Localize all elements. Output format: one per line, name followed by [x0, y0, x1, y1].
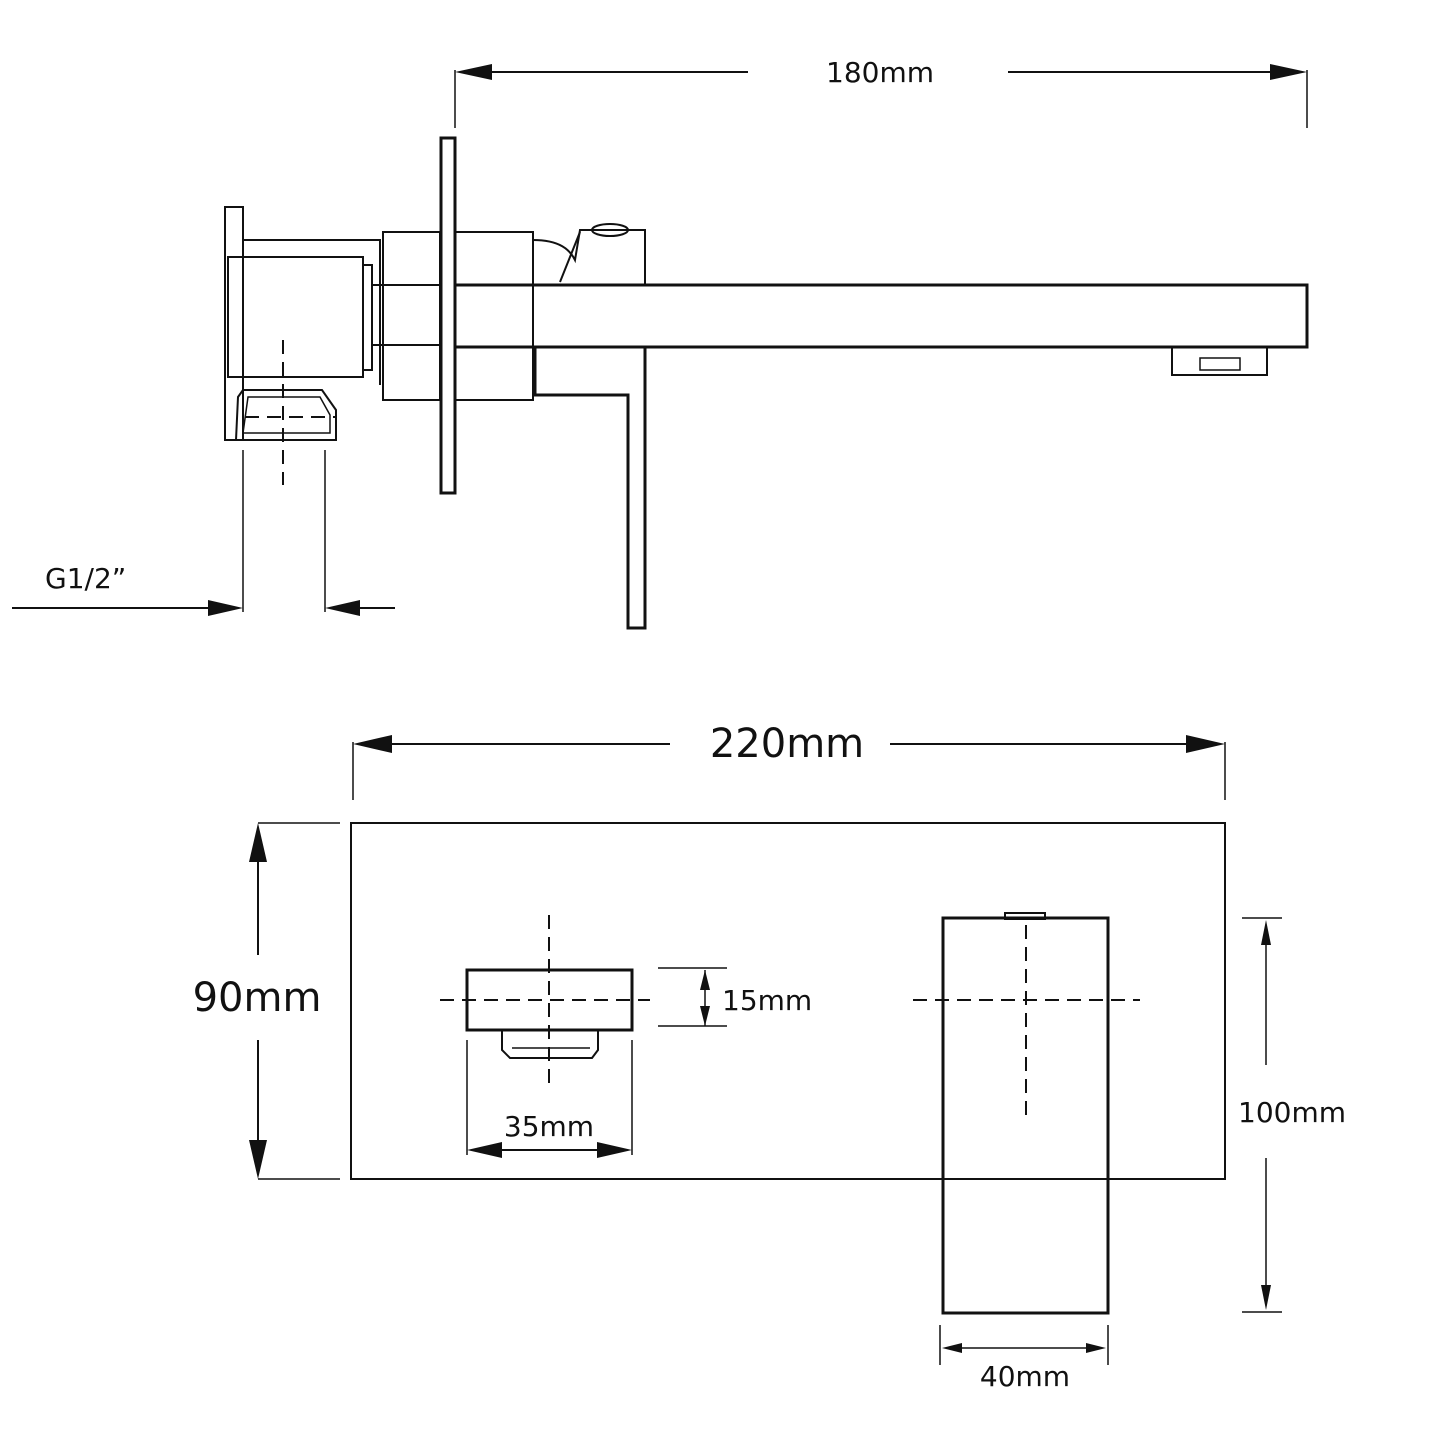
lever-side	[533, 347, 647, 630]
dim-inlet-arrows	[12, 600, 395, 616]
spout-front	[440, 915, 650, 1090]
wall-plate-front	[350, 822, 1226, 1180]
dim-15-label: 15mm	[722, 984, 812, 1017]
front-view: 220mm 90mm 15mm	[193, 721, 1346, 1393]
dim-15-line	[658, 967, 727, 1027]
handle-front	[913, 912, 1140, 1315]
dim-180-line	[454, 64, 1308, 128]
dim-180-label: 180mm	[826, 56, 934, 89]
dim-100-label: 100mm	[1238, 1096, 1346, 1129]
dim-inlet-label: G1/2”	[45, 562, 126, 595]
dim-90-label: 90mm	[193, 975, 322, 1021]
valve-body	[224, 206, 441, 612]
dim-40-line	[939, 1325, 1109, 1365]
wall-plate-side	[439, 136, 457, 495]
mixer-head	[454, 223, 646, 401]
dim-35-label: 35mm	[504, 1110, 594, 1143]
spout-side	[453, 283, 1309, 349]
aerator-side	[1171, 346, 1268, 376]
dim-220-line	[352, 735, 1226, 800]
dim-100-line	[1242, 917, 1282, 1313]
dim-90-line	[249, 822, 340, 1180]
dim-220-label: 220mm	[710, 721, 864, 767]
side-view: 180mm	[12, 56, 1309, 630]
dim-40-label: 40mm	[980, 1360, 1070, 1393]
dim-35-line	[466, 1040, 633, 1158]
